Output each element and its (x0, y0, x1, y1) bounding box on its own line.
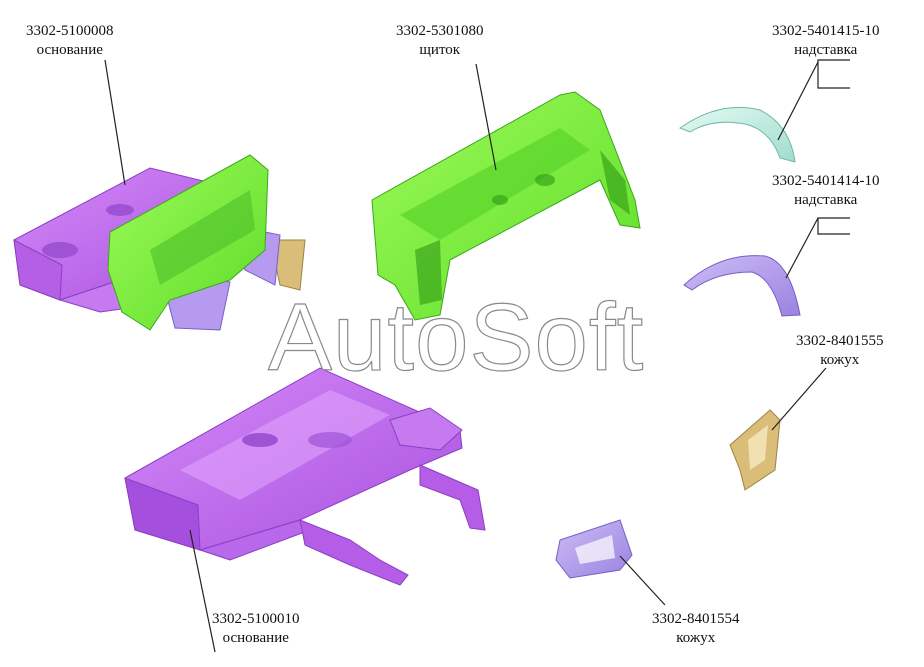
shield-5301080-drawing (371, 91, 641, 321)
leader-5401414 (785, 217, 819, 279)
leader-8401555 (771, 367, 827, 431)
leader-5100008 (104, 59, 126, 186)
part-number: 3302-8401555 (796, 333, 884, 349)
part-name: щиток (419, 42, 461, 58)
part-label-5401414: 3302-5401414-10 надставка (772, 172, 880, 210)
part-name: надставка (794, 192, 858, 208)
base-5100010-drawing (124, 367, 486, 586)
part-label-5401415: 3302-5401415-10 надставка (772, 22, 880, 60)
part-name: основание (36, 42, 103, 58)
base-5100008-drawing (13, 154, 306, 331)
part-label-5301080: 3302-5301080 щиток (396, 22, 484, 60)
leader-5401415 (777, 61, 819, 141)
part-name: кожух (820, 352, 860, 368)
part-label-5100008: 3302-5100008 основание (26, 22, 114, 60)
leader-8401554 (619, 555, 666, 606)
part-number: 3302-5401415-10 (772, 23, 880, 39)
part-label-8401554: 3302-8401554 кожух (652, 610, 740, 648)
part-number: 3302-5100008 (26, 23, 114, 39)
part-name: основание (222, 630, 289, 646)
part-name: кожух (676, 630, 716, 646)
leader-lines (104, 59, 850, 653)
cover-8401555-drawing (729, 409, 781, 491)
bracket-5401414 (817, 217, 850, 235)
bracket-5401415 (817, 59, 850, 89)
part-number: 3302-5401414-10 (772, 173, 880, 189)
part-number: 3302-5301080 (396, 23, 484, 39)
part-number: 3302-5100010 (212, 611, 300, 627)
leader-5100010 (189, 529, 216, 653)
cover-8401554-drawing (555, 519, 633, 579)
watermark-text: AutoSoft (267, 284, 645, 391)
extension-5401415-drawing (678, 106, 796, 163)
part-label-8401555: 3302-8401555 кожух (796, 332, 884, 370)
part-number: 3302-8401554 (652, 611, 740, 627)
part-label-5100010: 3302-5100010 основание (212, 610, 300, 648)
extension-5401414-drawing (683, 255, 801, 317)
leader-5301080 (475, 63, 497, 171)
part-name: надставка (794, 42, 858, 58)
